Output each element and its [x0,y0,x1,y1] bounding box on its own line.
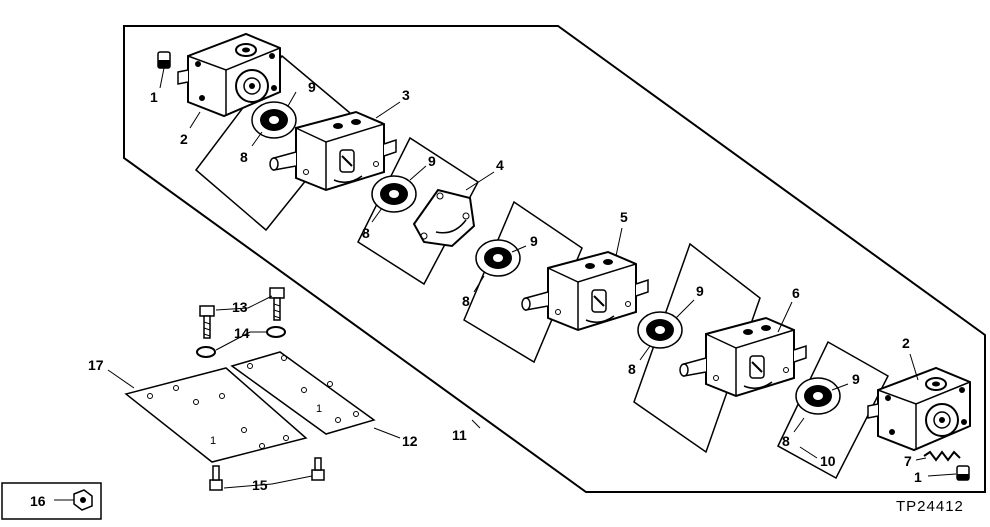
mounting-plate-12 [230,351,376,435]
leader-lines [54,67,957,501]
callout-12: 12 [402,433,418,449]
callout-2-bottom: 2 [902,335,910,351]
valve-section-6 [679,317,807,397]
callout-7: 7 [904,453,912,469]
screw-15-left [209,465,223,491]
callout-8-box4: 8 [628,361,636,377]
valve-assembly-outline [123,25,986,493]
callout-6: 6 [792,285,800,301]
screw-15-right [311,457,325,481]
spring-7 [923,450,961,462]
mounting-plate-17 [124,367,308,463]
o-ring-seal-4 [637,311,683,349]
cover-plate-4 [412,188,476,248]
end-cap-2-bottom [867,367,971,451]
callout-9-box3: 9 [530,233,538,249]
callout-1-top: 1 [150,89,158,105]
callout-9-box2: 9 [428,153,436,169]
o-ring-seal-1 [251,101,297,139]
seal-kit-box-5 [777,340,889,480]
callout-8-box2: 8 [362,225,370,241]
nut-callout-box [1,482,102,520]
valve-section-5 [521,251,649,331]
washer-14-left [196,346,216,358]
nut-16 [73,489,93,511]
callout-4: 4 [496,157,504,173]
callout-1-bottom: 1 [914,469,922,485]
plug-1-bottom [956,465,970,481]
callout-5: 5 [620,209,628,225]
callout-15: 15 [252,477,268,493]
o-ring-seal-3 [475,239,521,277]
plate-mark-12: 1 [316,403,322,415]
callout-9-box5: 9 [852,371,860,387]
o-ring-seal-2 [371,175,417,213]
callout-16: 16 [30,493,46,509]
bolt-13-left [199,305,215,339]
bolt-13-right [269,287,285,321]
callout-9-box4: 9 [696,283,704,299]
callout-11: 11 [452,427,467,443]
plug-1-top [157,51,171,69]
seal-kit-box-4 [633,242,761,454]
plate-mark-17: 1 [210,435,216,447]
callout-3: 3 [402,87,410,103]
callout-8-box5: 8 [782,433,790,449]
callout-8-box3: 8 [462,293,470,309]
callout-8-box1: 8 [240,149,248,165]
reference-code: TP24412 [896,498,964,515]
callout-13: 13 [232,299,248,315]
callout-9-box1: 9 [308,79,316,95]
o-ring-seal-5 [795,377,841,415]
callout-17: 17 [88,357,104,373]
callout-10: 10 [820,453,836,469]
washer-14-right [266,326,286,338]
callout-14: 14 [234,325,250,341]
callout-2-top: 2 [180,131,188,147]
